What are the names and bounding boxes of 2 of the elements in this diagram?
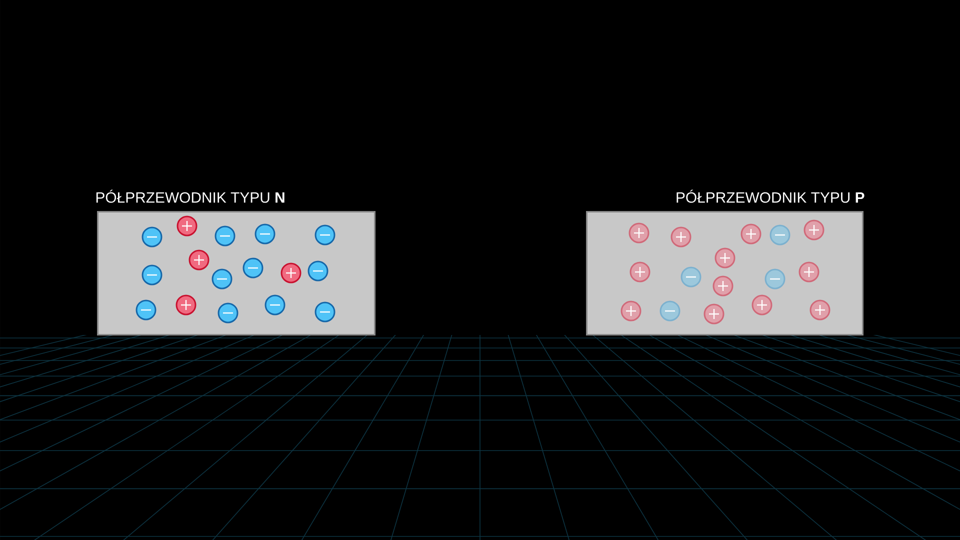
node-label: PÓŁPRZEWODNIK TYPU P — [676, 190, 864, 203]
node-label: PÓŁPRZEWODNIK TYPU N — [96, 190, 284, 203]
